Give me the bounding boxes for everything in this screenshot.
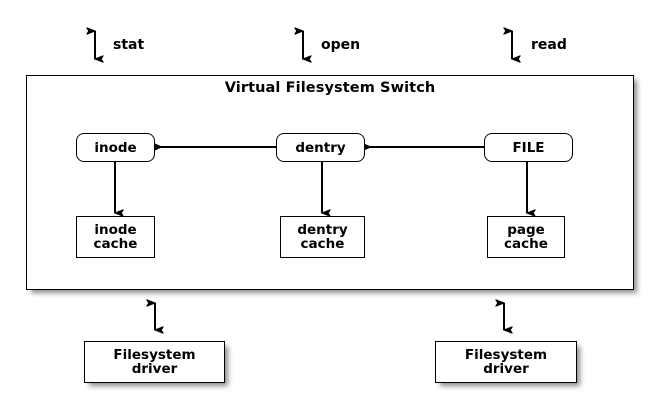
driver-label-line2: driver — [131, 361, 178, 377]
syscall-label-open: open — [321, 37, 361, 53]
cache-label-line2: cache — [93, 236, 138, 252]
object-box-file: FILE — [484, 133, 573, 162]
object-box-inode: inode — [76, 133, 155, 162]
cache-label-line2: cache — [300, 236, 345, 252]
object-box-dentry: dentry — [276, 133, 365, 162]
driver-label-line2: driver — [483, 361, 529, 377]
cache-box-dentry-cache: dentry cache — [280, 216, 365, 258]
cache-box-page-cache: page cache — [487, 216, 565, 258]
cache-label-line1: page — [507, 221, 545, 238]
filesystem-driver-box-left: Filesystem driver — [84, 341, 225, 383]
object-label-inode: inode — [94, 139, 137, 156]
cache-box-inode-cache: inode cache — [76, 216, 155, 258]
object-label-dentry: dentry — [295, 139, 346, 156]
driver-label-line1: Filesystem — [464, 346, 548, 363]
filesystem-driver-box-right: Filesystem driver — [435, 341, 577, 383]
syscall-label-stat: stat — [113, 37, 145, 53]
cache-label-line2: cache — [504, 236, 548, 252]
cache-label-line1: inode — [94, 221, 137, 238]
syscall-label-read: read — [531, 37, 567, 53]
cache-label-line1: dentry — [297, 221, 348, 238]
vfs-title: Virtual Filesystem Switch — [224, 80, 436, 96]
driver-label-line1: Filesystem — [113, 346, 196, 363]
object-label-file: FILE — [512, 139, 545, 156]
